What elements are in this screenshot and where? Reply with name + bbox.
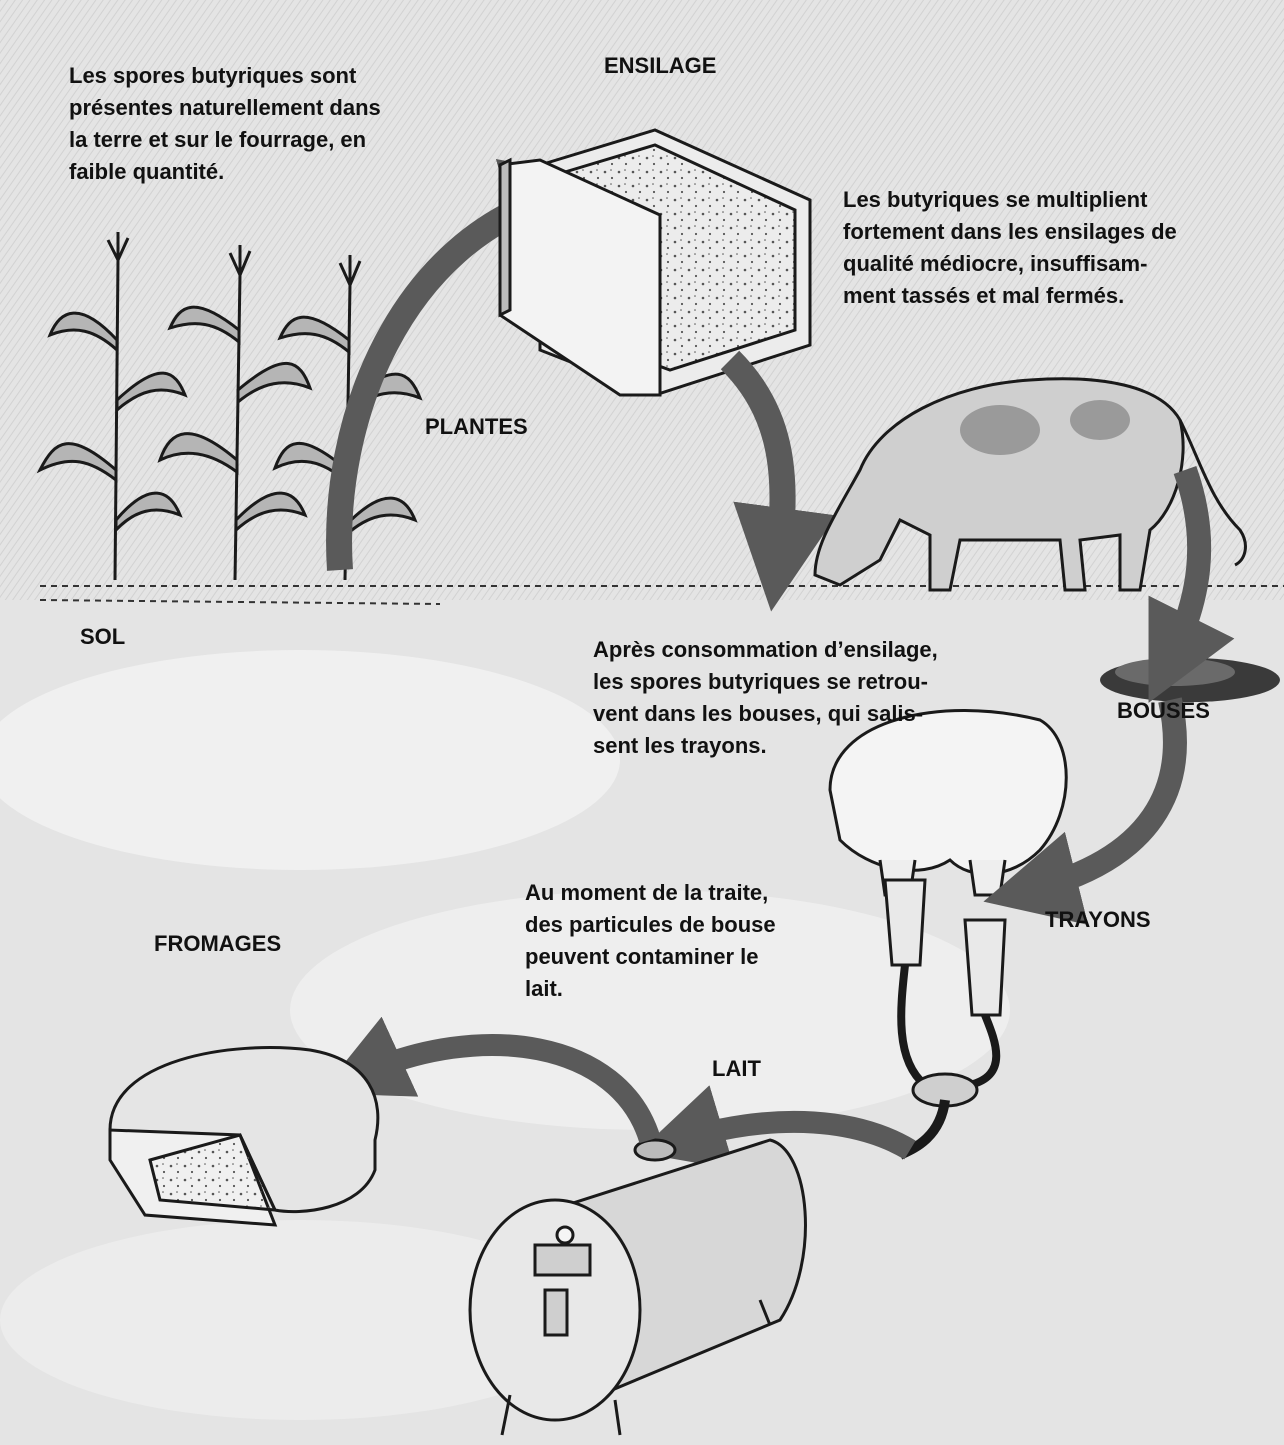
caption-line: faible quantité. (69, 156, 381, 188)
caption-spores: Les spores butyriques sont présentes nat… (69, 60, 381, 188)
caption-line: les spores butyriques se retrou- (593, 666, 938, 698)
caption-line: Les spores butyriques sont (69, 60, 381, 92)
light-cloud-left (0, 650, 620, 870)
caption-line: vent dans les bouses, qui salis- (593, 698, 938, 730)
caption-traite: Au moment de la traite, des particules d… (525, 877, 776, 1005)
caption-consommation: Après consommation d’ensilage, les spore… (593, 634, 938, 762)
caption-line: présentes naturellement dans (69, 92, 381, 124)
caption-line: Après consommation d’ensilage, (593, 634, 938, 666)
label-sol: SOL (80, 621, 125, 653)
caption-line: fortement dans les ensilages de (843, 216, 1177, 248)
caption-line: sent les trayons. (593, 730, 938, 762)
cheese-wheel (110, 1048, 378, 1225)
caption-line: qualité médiocre, insuffisam- (843, 248, 1177, 280)
caption-line: ment tassés et mal fermés. (843, 280, 1177, 312)
caption-line: des particules de bouse (525, 909, 776, 941)
label-trayons: TRAYONS (1045, 904, 1151, 936)
label-bouses: BOUSES (1117, 695, 1210, 727)
caption-line: la terre et sur le fourrage, en (69, 124, 381, 156)
caption-line: Au moment de la traite, (525, 877, 776, 909)
label-fromages: FROMAGES (154, 928, 281, 960)
caption-line: Les butyriques se multiplient (843, 184, 1177, 216)
caption-line: peuvent contaminer le (525, 941, 776, 973)
label-ensilage: ENSILAGE (604, 50, 716, 82)
label-plantes: PLANTES (425, 411, 528, 443)
caption-line: lait. (525, 973, 776, 1005)
label-lait: LAIT (712, 1053, 761, 1085)
caption-multiplication: Les butyriques se multiplient fortement … (843, 184, 1177, 312)
